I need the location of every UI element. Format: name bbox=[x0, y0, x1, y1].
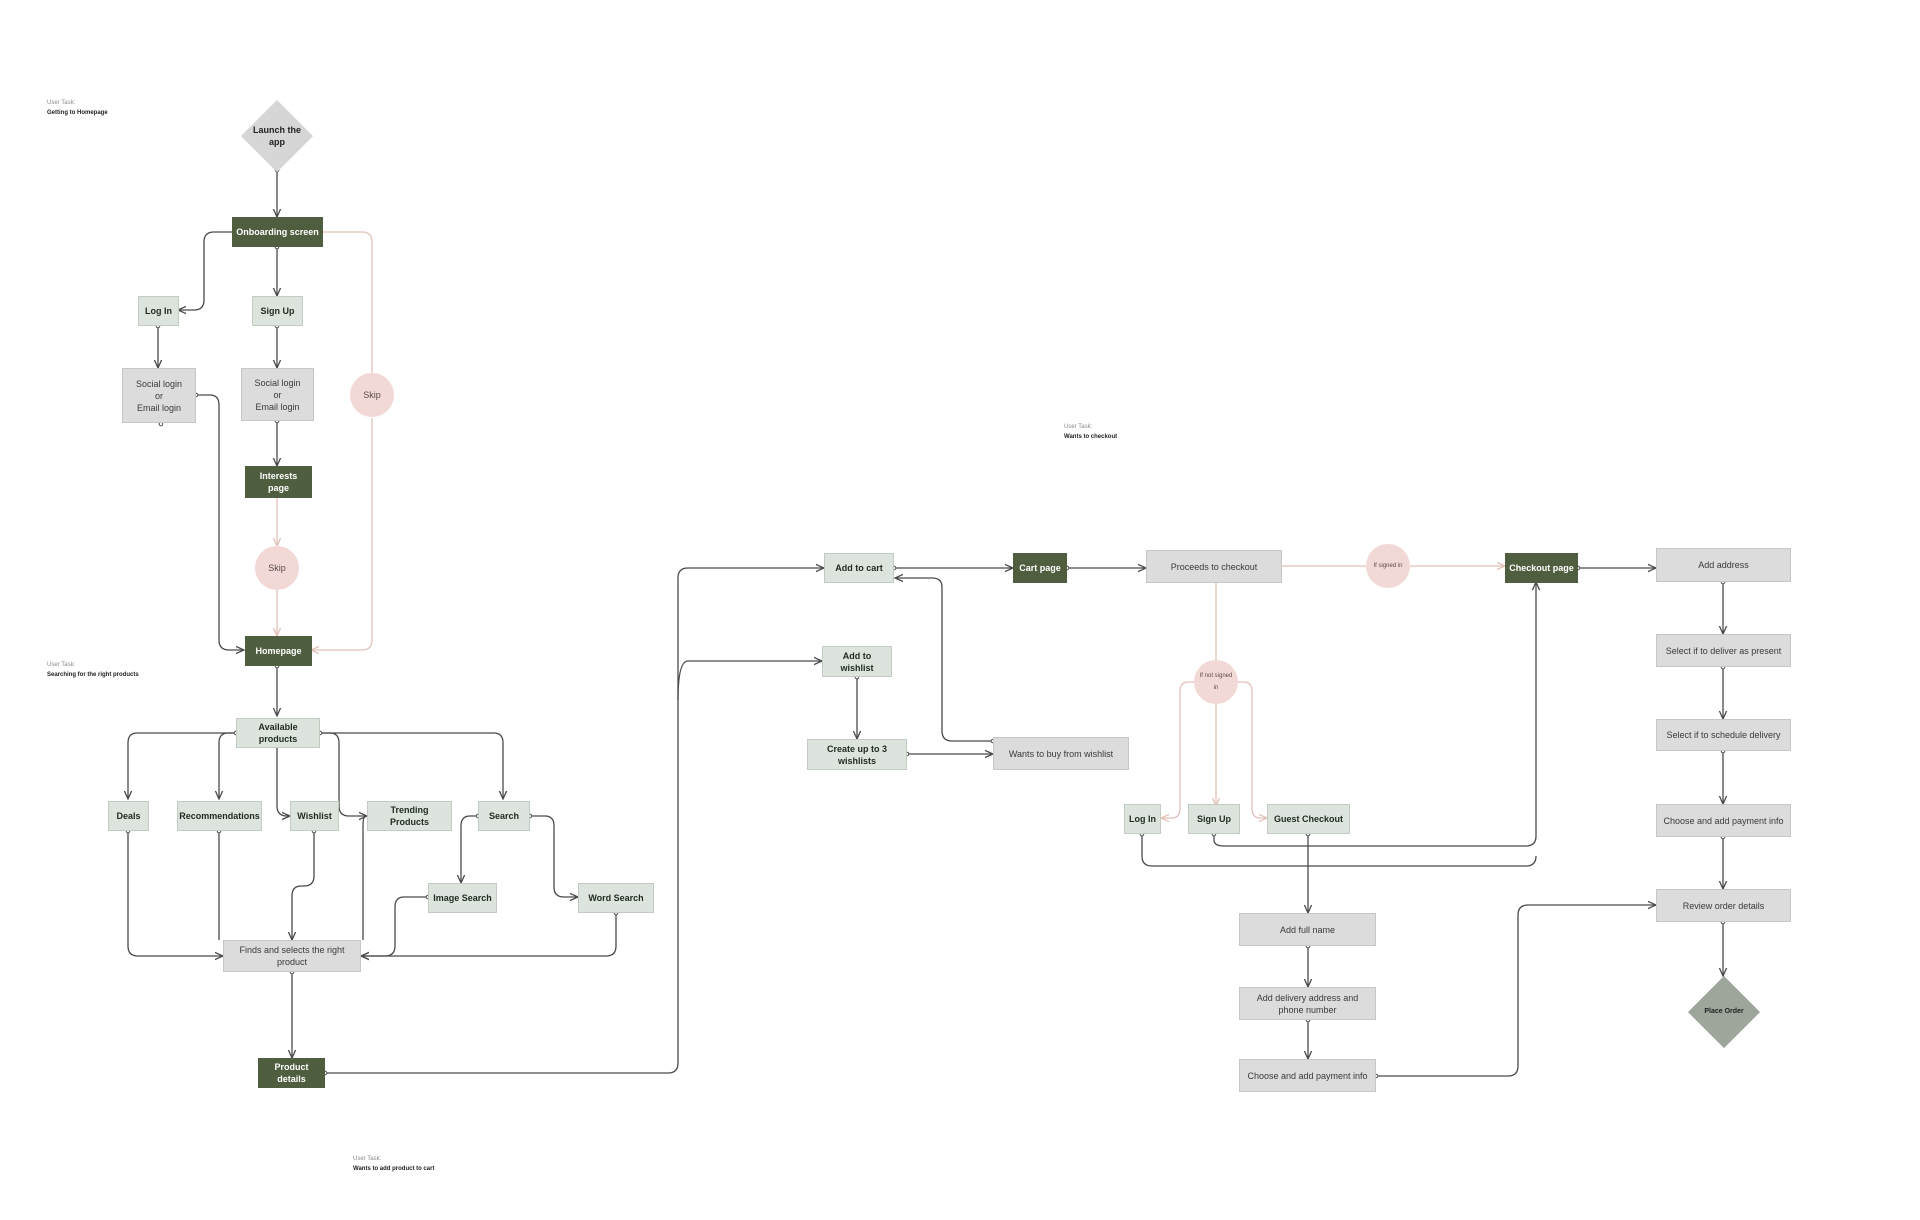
edge-available-search bbox=[320, 732, 503, 799]
node-payment-info[interactable]: Choose and add payment info bbox=[1656, 804, 1791, 837]
edge-login-checkoutpage bbox=[1141, 834, 1537, 867]
node-recommendations[interactable]: Recommendations bbox=[177, 801, 262, 831]
node-social-login-left[interactable]: Social login or Email login bbox=[122, 368, 196, 423]
edge-available-wishlist bbox=[276, 746, 290, 816]
edge-details-cart bbox=[325, 568, 824, 1074]
task-title: Getting to Homepage bbox=[47, 110, 108, 116]
node-search[interactable]: Search bbox=[478, 801, 530, 831]
node-log-in[interactable]: Log In bbox=[138, 296, 179, 326]
node-wishlist[interactable]: Wishlist bbox=[290, 801, 339, 831]
node-product-details[interactable]: Product details bbox=[258, 1058, 325, 1088]
task-label-checkout: User Task: Wants to checkout bbox=[1064, 422, 1117, 442]
edge-onboarding-skip bbox=[323, 231, 373, 376]
task-label: User Task: bbox=[1064, 424, 1093, 430]
node-trending-products[interactable]: Trending Products bbox=[367, 801, 452, 831]
edge-image-finds bbox=[361, 896, 428, 956]
node-add-full-name[interactable]: Add full name bbox=[1239, 913, 1376, 946]
node-deals[interactable]: Deals bbox=[108, 801, 149, 831]
task-label: User Task: bbox=[47, 662, 76, 668]
node-sign-up[interactable]: Sign Up bbox=[252, 296, 303, 326]
node-word-search[interactable]: Word Search bbox=[578, 883, 654, 913]
edge-signup-checkoutpage bbox=[1213, 582, 1536, 847]
node-add-to-wishlist[interactable]: Add to wishlist bbox=[822, 646, 892, 677]
node-skip-interests-decision[interactable]: Skip bbox=[255, 546, 299, 590]
node-if-signed-in[interactable]: If signed in bbox=[1366, 544, 1410, 588]
node-add-address[interactable]: Add address bbox=[1656, 548, 1791, 582]
edge-wishlist-finds bbox=[292, 831, 315, 940]
node-onboarding-screen[interactable]: Onboarding screen bbox=[232, 217, 323, 247]
node-interests-page[interactable]: Interests page bbox=[245, 466, 312, 498]
node-add-to-cart[interactable]: Add to cart bbox=[824, 553, 894, 583]
edge-available-recommendations bbox=[219, 732, 236, 799]
edge-search-image bbox=[461, 815, 478, 883]
edge-word-finds bbox=[361, 913, 617, 956]
task-title: Wants to add product to cart bbox=[353, 1166, 435, 1172]
node-review-order-details[interactable]: Review order details bbox=[1656, 889, 1791, 922]
node-skip-decision[interactable]: Skip bbox=[350, 373, 394, 417]
task-title: Wants to checkout bbox=[1064, 434, 1118, 440]
edge-skip-homepage bbox=[311, 418, 373, 650]
node-guest-payment-info[interactable]: Choose and add payment info bbox=[1239, 1059, 1376, 1092]
node-cart-page[interactable]: Cart page bbox=[1013, 553, 1067, 583]
task-label-cart: User Task: Wants to add product to cart bbox=[353, 1154, 434, 1174]
edge-buy-cart bbox=[895, 578, 993, 742]
edge-details-wishlist bbox=[677, 661, 822, 701]
node-homepage[interactable]: Homepage bbox=[245, 636, 312, 666]
node-social-login-right[interactable]: Social login or Email login bbox=[241, 368, 314, 421]
edge-available-deals bbox=[128, 732, 236, 799]
task-label-search: User Task: Searching for the right produ… bbox=[47, 660, 139, 680]
node-checkout-sign-up[interactable]: Sign Up bbox=[1188, 804, 1240, 834]
task-title: Searching for the right products bbox=[47, 672, 139, 678]
task-label: User Task: bbox=[353, 1156, 382, 1162]
edge-deals-finds bbox=[127, 831, 223, 956]
node-create-wishlists[interactable]: Create up to 3 wishlists bbox=[807, 739, 907, 770]
edge-onboarding-login bbox=[178, 231, 232, 310]
node-guest-checkout[interactable]: Guest Checkout bbox=[1267, 804, 1350, 834]
node-deliver-as-present[interactable]: Select if to deliver as present bbox=[1656, 634, 1791, 667]
node-checkout-page[interactable]: Checkout page bbox=[1505, 553, 1578, 583]
edge-notsigned-guest bbox=[1236, 681, 1267, 818]
node-place-order[interactable]: Place Order bbox=[1688, 976, 1760, 1048]
node-image-search[interactable]: Image Search bbox=[428, 883, 497, 913]
node-label: Place Order bbox=[1704, 1008, 1744, 1015]
node-checkout-log-in[interactable]: Log In bbox=[1124, 804, 1161, 834]
edge-search-word bbox=[530, 815, 578, 897]
edge-trending-finds bbox=[362, 815, 367, 940]
node-buy-from-wishlist[interactable]: Wants to buy from wishlist bbox=[993, 737, 1129, 770]
node-add-delivery-address[interactable]: Add delivery address and phone number bbox=[1239, 987, 1376, 1020]
node-label: Launch the app bbox=[252, 125, 301, 147]
node-if-not-signed-in[interactable]: If not signed in bbox=[1194, 660, 1238, 704]
task-label-homepage: User Task: Getting to Homepage bbox=[47, 98, 108, 118]
node-available-products[interactable]: Available products bbox=[236, 718, 320, 748]
edge-notsigned-login bbox=[1161, 681, 1196, 818]
node-launch-app[interactable]: Launch the app bbox=[241, 100, 313, 172]
node-schedule-delivery[interactable]: Select if to schedule delivery bbox=[1656, 719, 1791, 751]
edge-payment-review-left bbox=[1376, 905, 1656, 1077]
node-proceeds-to-checkout[interactable]: Proceeds to checkout bbox=[1146, 550, 1282, 583]
edge-social1-homepage bbox=[196, 394, 244, 650]
task-label: User Task: bbox=[47, 100, 76, 106]
node-finds-selects-product[interactable]: Finds and selects the right product bbox=[223, 940, 361, 972]
